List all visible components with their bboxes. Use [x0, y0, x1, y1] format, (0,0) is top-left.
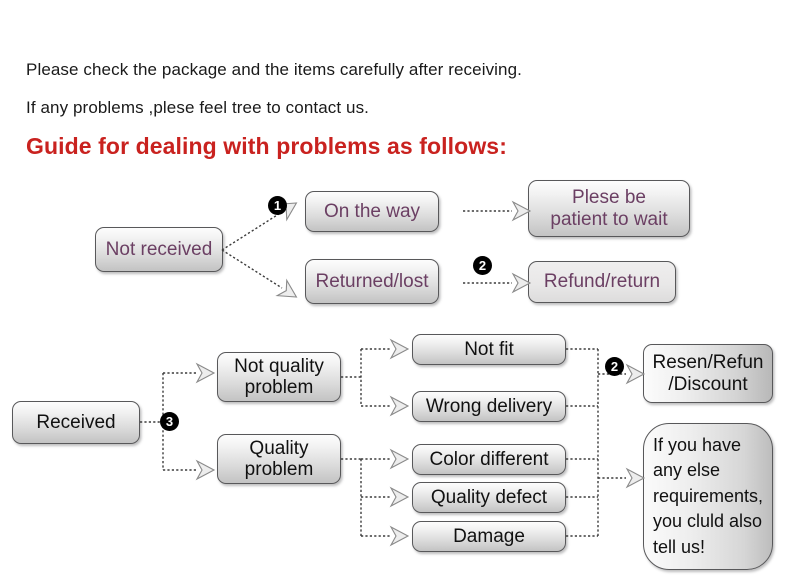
page-title: Guide for dealing with problems as follo…: [26, 133, 507, 159]
node-returned-lost[interactable]: Returned/lost: [305, 259, 439, 304]
node-color-different[interactable]: Color different: [412, 444, 566, 475]
badge-step-2-upper: 2: [473, 256, 492, 275]
node-quality-defect[interactable]: Quality defect: [412, 482, 566, 513]
node-refund-return[interactable]: Refund/return: [528, 261, 676, 303]
arrow-not-quality-to-reasons: [341, 339, 409, 416]
node-received[interactable]: Received: [12, 401, 140, 444]
arrow-not-received-to-returned-lost: [221, 249, 302, 306]
node-contact-note[interactable]: If you have any else requirements, you c…: [643, 423, 773, 570]
arrow-reasons-to-outcomes: [566, 348, 645, 537]
arrow-returned-lost-to-refund: [463, 273, 531, 293]
node-not-fit[interactable]: Not fit: [412, 334, 566, 365]
arrow-on-the-way-to-patient: [463, 201, 531, 221]
node-plese-be-patient-to-wait[interactable]: Plese be patient to wait: [528, 180, 690, 237]
intro-line-2: If any problems ,plese feel tree to cont…: [26, 98, 369, 117]
badge-step-3: 3: [160, 412, 179, 431]
badge-step-1: 1: [268, 196, 287, 215]
intro-line-1: Please check the package and the items c…: [26, 60, 522, 79]
badge-step-2-lower: 2: [605, 357, 624, 376]
arrow-not-received-to-on-the-way: [221, 194, 302, 251]
arrow-quality-to-reasons: [341, 449, 409, 546]
node-quality-problem[interactable]: Quality problem: [217, 434, 341, 484]
node-resend-refund-discount[interactable]: Resen/Refun /Discount: [643, 344, 773, 403]
node-wrong-delivery[interactable]: Wrong delivery: [412, 391, 566, 422]
node-not-received[interactable]: Not received: [95, 227, 223, 272]
node-damage[interactable]: Damage: [412, 521, 566, 552]
node-on-the-way[interactable]: On the way: [305, 191, 439, 232]
node-not-quality-problem[interactable]: Not quality problem: [217, 352, 341, 402]
